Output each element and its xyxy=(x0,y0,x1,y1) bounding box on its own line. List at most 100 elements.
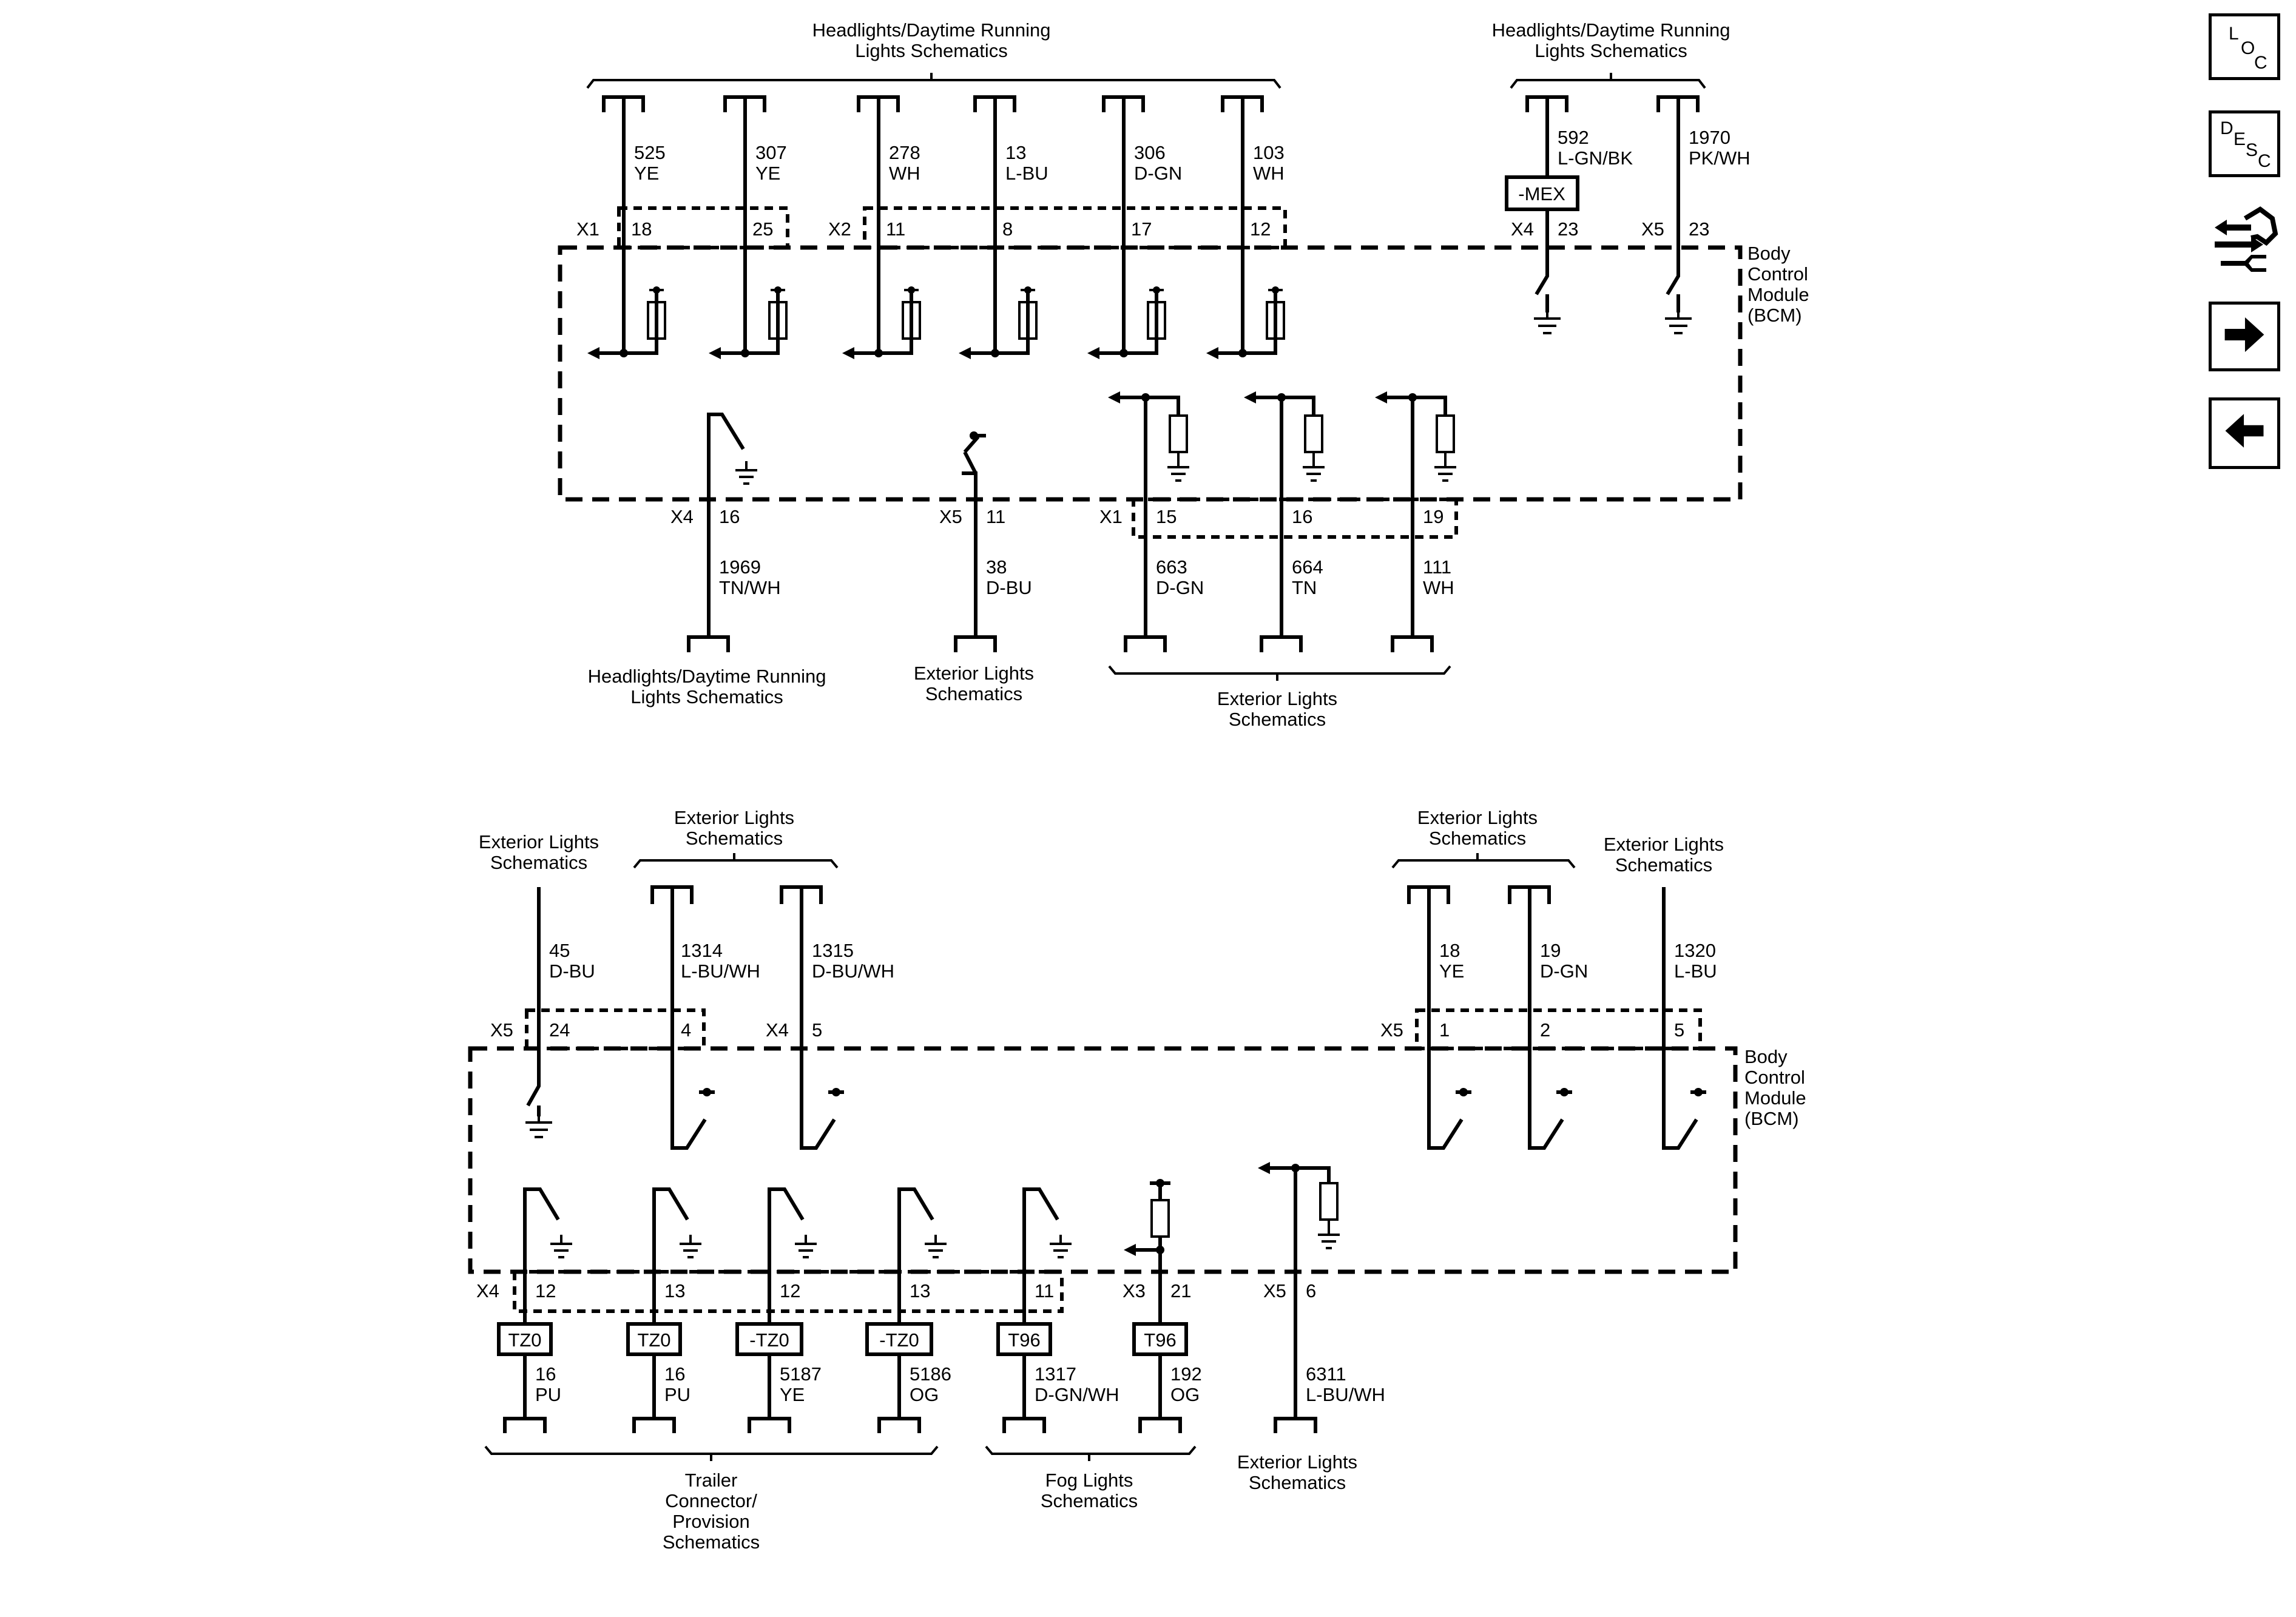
connector-repair-button[interactable] xyxy=(2209,200,2280,279)
pin-number: 18 xyxy=(631,218,652,240)
option-box xyxy=(996,1322,1052,1356)
pin-number: 12 xyxy=(1250,218,1271,240)
pin-number: 5 xyxy=(1674,1019,1684,1041)
circuit-45[interactable]: 45 D-BU 24 xyxy=(525,887,595,1138)
circuit-664[interactable]: 16 664 TN xyxy=(1244,391,1325,652)
pin-number: 5 xyxy=(812,1019,822,1041)
prev-page-button[interactable] xyxy=(2209,397,2280,469)
pin-number: 25 xyxy=(752,218,773,240)
option-code: -TZ0 xyxy=(749,1329,789,1351)
pin-number: 1 xyxy=(1439,1019,1450,1041)
circuit-16-pu-b[interactable]: TZ0 13 16 PU xyxy=(626,1187,701,1433)
wire-color: PK/WH xyxy=(1689,147,1751,169)
wire-color: L-BU/WH xyxy=(1306,1384,1385,1405)
desc-icon: D E S C xyxy=(2220,118,2271,171)
circuit-525[interactable]: 525 YE 18 xyxy=(587,95,666,359)
circuit-307[interactable]: 307 YE 25 xyxy=(709,95,788,359)
circuit-number: 525 xyxy=(634,142,666,163)
group-brace xyxy=(1108,665,1451,681)
connector-x1-housing xyxy=(1132,498,1458,539)
wire-color: D-GN xyxy=(1156,577,1204,598)
option-code: T96 xyxy=(1008,1329,1040,1351)
pin-number: 15 xyxy=(1156,506,1177,527)
arrow-left-icon xyxy=(2225,414,2264,448)
bcm-label-line1: Body xyxy=(1747,243,1791,264)
loc-button[interactable]: L O C xyxy=(2209,13,2280,80)
wire-color: D-BU xyxy=(549,960,595,982)
wire-color: PU xyxy=(535,1384,561,1405)
wire-color: WH xyxy=(1423,577,1454,598)
connector-label: X4 xyxy=(670,506,694,527)
group-label-line1: Exterior Lights xyxy=(1217,688,1337,709)
connector-label: X5 xyxy=(490,1019,513,1041)
svg-text:C: C xyxy=(2258,151,2271,171)
pin-number: 4 xyxy=(681,1019,691,1041)
group-brace xyxy=(985,1445,1197,1461)
group-label-line1: Exterior Lights xyxy=(1604,834,1724,855)
group-label-line2: Schematics xyxy=(925,683,1022,704)
pin-number: 17 xyxy=(1131,218,1152,240)
circuit-1314[interactable]: 1314 L-BU/WH 4 xyxy=(650,885,760,1150)
circuit-number: 1314 xyxy=(681,940,723,961)
bottom-section: Body Control Module (BCM) Exterior Light… xyxy=(468,807,1806,1553)
connector-label: X4 xyxy=(476,1280,499,1301)
bcm-label-line2: Control xyxy=(1744,1067,1805,1088)
circuit-103[interactable]: 103 WH 12 xyxy=(1206,95,1285,359)
svg-text:C: C xyxy=(2254,53,2267,73)
circuit-278[interactable]: 278 WH 11 xyxy=(842,95,921,359)
circuit-19[interactable]: 19 D-GN 2 xyxy=(1508,885,1588,1150)
circuit-number: 307 xyxy=(755,142,787,163)
circuit-1969[interactable]: 16 1969 TN/WH xyxy=(687,413,781,652)
pin-number: 12 xyxy=(535,1280,556,1301)
circuit-192[interactable]: T96 21 192 OG xyxy=(1124,1179,1202,1433)
circuit-1315[interactable]: 1315 D-BU/WH 5 xyxy=(780,885,894,1150)
svg-text:D: D xyxy=(2220,118,2234,138)
group-brace xyxy=(1391,853,1576,869)
circuit-5187[interactable]: -TZ0 12 5187 YE xyxy=(735,1187,822,1433)
desc-button[interactable]: D E S C xyxy=(2209,110,2280,177)
circuit-number: 38 xyxy=(986,556,1007,578)
connector-label: X5 xyxy=(1641,218,1664,240)
circuit-1970[interactable]: 1970 PK/WH 23 xyxy=(1656,95,1751,334)
group-label-line1: Headlights/Daytime Running xyxy=(1492,19,1730,41)
connector-x1-housing xyxy=(617,206,789,249)
bcm-boundary-bottom xyxy=(468,1046,1738,1274)
connector-label: X5 xyxy=(1380,1019,1403,1041)
circuit-16-pu-a[interactable]: TZ0 12 16 PU xyxy=(497,1187,572,1433)
svg-text:L: L xyxy=(2229,24,2239,44)
connector-x2-housing xyxy=(863,206,1287,249)
wire-color: OG xyxy=(1170,1384,1200,1405)
circuit-number: 6311 xyxy=(1306,1363,1346,1385)
circuit-number: 5186 xyxy=(910,1363,951,1385)
circuit-592[interactable]: -MEX 592 L-GN/BK 23 xyxy=(1505,95,1633,334)
circuit-number: 663 xyxy=(1156,556,1187,578)
circuit-18[interactable]: 18 YE 1 xyxy=(1407,885,1471,1150)
circuit-number: 16 xyxy=(664,1363,685,1385)
pin-number: 11 xyxy=(1035,1280,1054,1301)
circuit-111[interactable]: 19 111 WH xyxy=(1375,391,1456,652)
svg-text:O: O xyxy=(2241,38,2255,58)
circuit-663[interactable]: 15 663 D-GN xyxy=(1108,391,1204,652)
circuit-13[interactable]: 13 L-BU 8 xyxy=(959,95,1048,359)
connector-label: X4 xyxy=(1511,218,1534,240)
connector-label: X1 xyxy=(1099,506,1123,527)
circuit-number: 1970 xyxy=(1689,127,1730,148)
circuit-1320[interactable]: 1320 L-BU 5 xyxy=(1662,887,1717,1150)
circuit-5186[interactable]: -TZ0 13 5186 OG xyxy=(865,1187,951,1433)
wire-color: WH xyxy=(1253,163,1285,184)
pin-number: 2 xyxy=(1540,1019,1550,1041)
option-code: -TZ0 xyxy=(879,1329,919,1351)
loc-icon: L O C xyxy=(2229,24,2267,73)
circuit-6311[interactable]: 6 6311 L-BU/WH xyxy=(1258,1162,1385,1433)
group-label-line2: Connector/ xyxy=(665,1490,757,1511)
circuit-1317[interactable]: T96 11 1317 D-GN/WH xyxy=(996,1187,1119,1433)
group-label-line4: Schematics xyxy=(663,1531,760,1553)
circuit-number: 13 xyxy=(1005,142,1026,163)
option-code: TZ0 xyxy=(508,1329,541,1351)
next-page-button[interactable] xyxy=(2209,302,2280,371)
pin-number: 16 xyxy=(1292,506,1312,527)
circuit-38[interactable]: 11 38 D-BU xyxy=(954,431,1032,652)
circuit-306[interactable]: 306 D-GN 17 xyxy=(1087,95,1182,359)
group-label-line2: Schematics xyxy=(1249,1472,1346,1493)
group-label-line2: Schematics xyxy=(1429,828,1526,849)
